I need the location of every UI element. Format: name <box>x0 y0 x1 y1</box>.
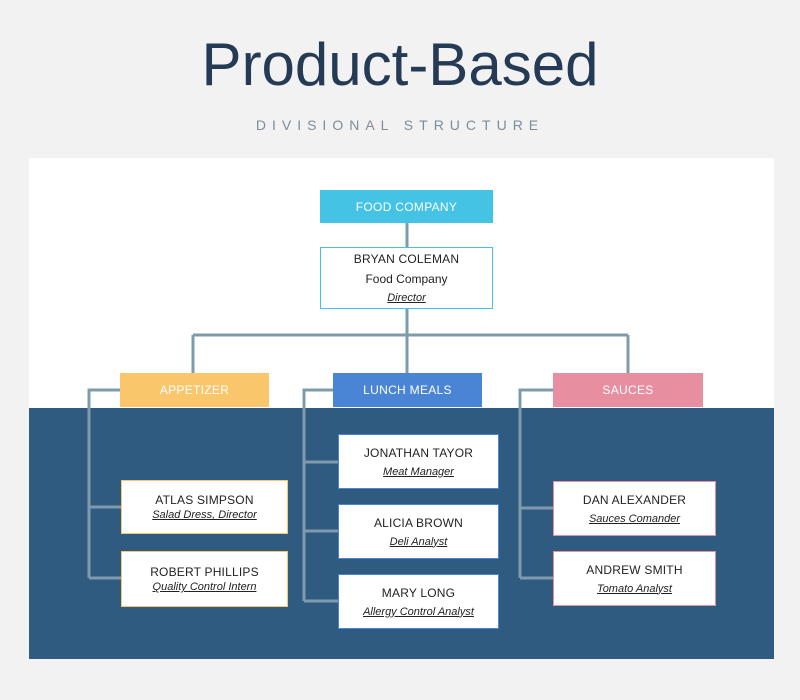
member-card-andrew-smith: ANDREW SMITH Tomato Analyst <box>553 551 716 606</box>
member-name: ANDREW SMITH <box>586 562 683 577</box>
member-role: Deli Analyst <box>389 535 448 548</box>
page-title: Product-Based <box>201 31 599 98</box>
division-header-appetizer: APPETIZER <box>120 373 269 407</box>
director-card: BRYAN COLEMAN Food Company Director <box>320 247 493 309</box>
director-name: BRYAN COLEMAN <box>353 252 460 266</box>
food-company-header: FOOD COMPANY <box>320 190 493 223</box>
division-header-lunch-meals: LUNCH MEALS <box>333 373 482 407</box>
member-role: Meat Manager <box>383 465 454 478</box>
page-subtitle: DIVISIONAL STRUCTURE <box>255 117 545 133</box>
member-role: Sauces Comander <box>588 512 681 525</box>
connector-lunch-stem <box>302 388 334 601</box>
member-card-atlas-simpson: ATLAS SIMPSON Salad Dress, Director <box>121 480 288 534</box>
division-header-sauces-label: SAUCES <box>602 383 654 397</box>
connector-appetizer-stem <box>87 388 120 578</box>
director-org: Food Company <box>365 272 448 286</box>
member-card-robert-phillips: ROBERT PHILLIPS Quality Control Intern <box>121 551 288 607</box>
division-header-sauces: SAUCES <box>553 373 703 407</box>
member-name: DAN ALEXANDER <box>582 492 687 507</box>
member-name: ATLAS SIMPSON <box>155 493 254 507</box>
member-name: ALICIA BROWN <box>373 515 464 530</box>
member-role: Salad Dress, Director <box>152 509 257 521</box>
member-role: Tomato Analyst <box>596 582 672 595</box>
connector-sauces-stem <box>518 388 554 578</box>
member-card-mary-long: MARY LONG Allergy Control Analyst <box>338 574 499 629</box>
member-name: ROBERT PHILLIPS <box>150 565 259 579</box>
member-role: Quality Control Intern <box>152 581 257 593</box>
member-role: Allergy Control Analyst <box>363 605 474 618</box>
member-card-dan-alexander: DAN ALEXANDER Sauces Comander <box>553 481 716 536</box>
food-company-header-label: FOOD COMPANY <box>355 199 458 214</box>
member-name: MARY LONG <box>381 585 456 600</box>
member-name: JONATHAN TAYOR <box>363 445 474 460</box>
division-header-appetizer-label: APPETIZER <box>159 383 230 397</box>
member-card-alicia-brown: ALICIA BROWN Deli Analyst <box>338 504 499 559</box>
director-role: Director <box>387 292 426 304</box>
division-header-lunch-meals-label: LUNCH MEALS <box>363 383 452 397</box>
member-card-jonathan-tayor: JONATHAN TAYOR Meat Manager <box>338 434 499 489</box>
